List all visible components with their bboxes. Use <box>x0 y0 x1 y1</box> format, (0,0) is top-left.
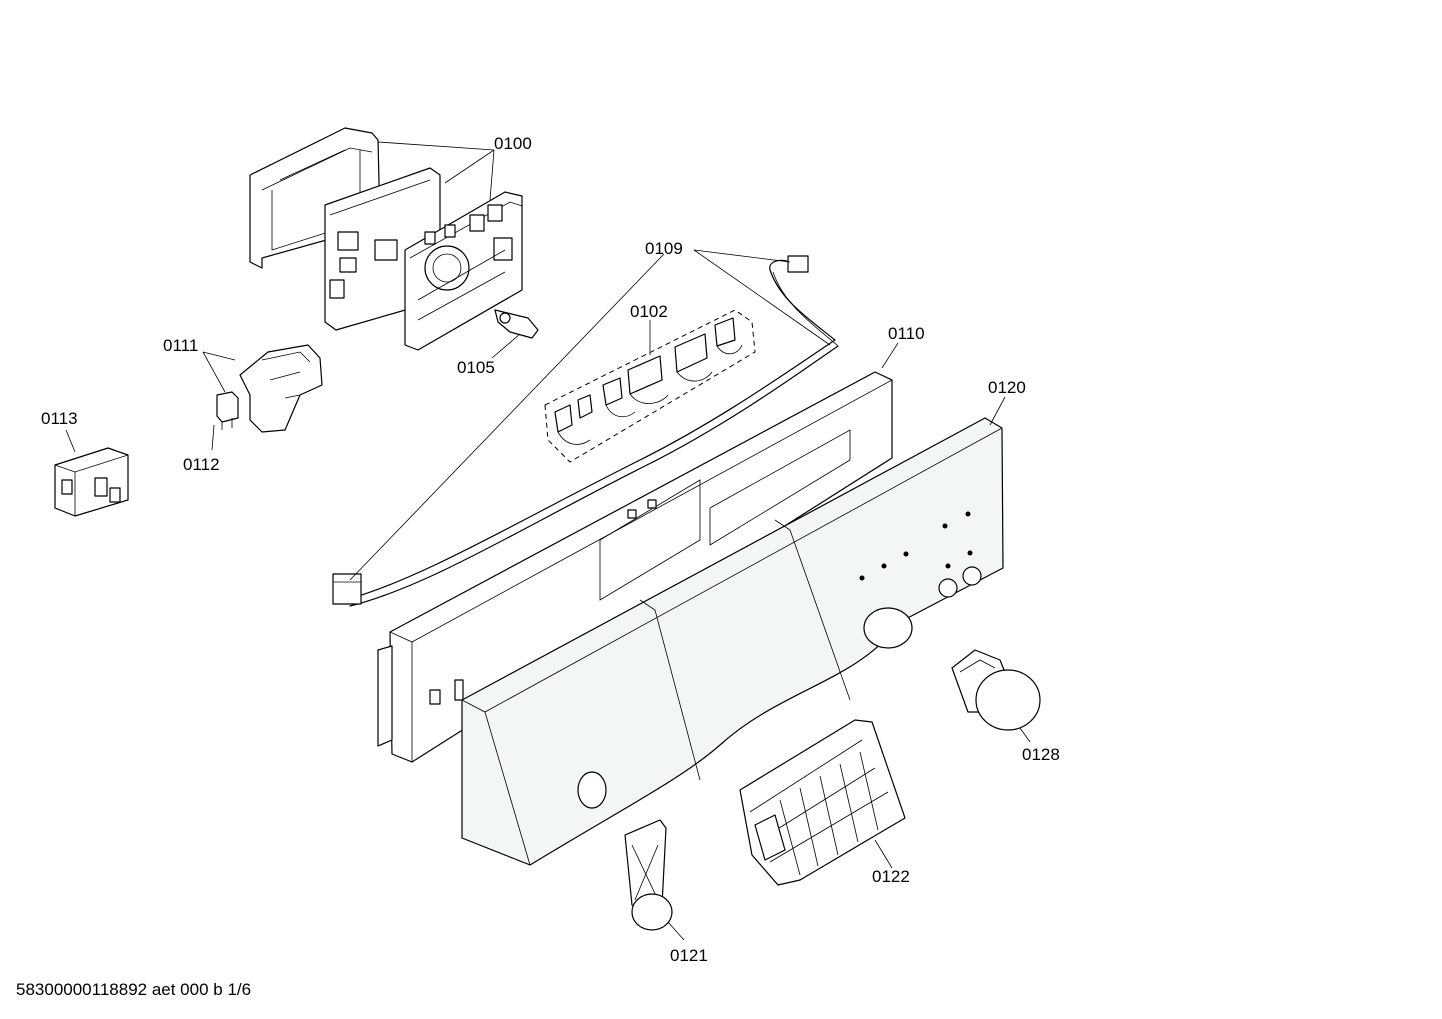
label-0110: 0110 <box>888 324 925 343</box>
label-0112: 0112 <box>183 455 220 474</box>
part-0120-front-panel: 0120 <box>461 378 1026 866</box>
document-id: 58300000118892 aet 000 b 1/6 <box>16 980 252 999</box>
label-0105: 0105 <box>457 358 495 377</box>
label-0128: 0128 <box>1022 745 1060 764</box>
part-0111-switch: 0111 <box>163 336 323 433</box>
part-0112-component: 0112 <box>183 391 239 474</box>
label-0120: 0120 <box>988 378 1026 397</box>
label-0121: 0121 <box>670 946 708 965</box>
part-0122-drawer-insert: 0122 <box>739 719 910 886</box>
label-0100: 0100 <box>494 134 532 153</box>
part-0109-wiring-harness: 0109 <box>332 239 839 607</box>
part-0100-control-module: 0100 <box>249 127 532 351</box>
label-0113: 0113 <box>41 409 78 428</box>
part-0102-connector-set: 0102 <box>544 302 756 463</box>
part-0121-lever: 0121 <box>624 819 708 965</box>
label-0102: 0102 <box>630 302 668 321</box>
part-0105-sensor: 0105 <box>457 309 539 377</box>
label-0109: 0109 <box>645 239 683 258</box>
part-0110-panel-frame: 0110 <box>377 324 925 763</box>
part-0128-knob: 0128 <box>951 649 1060 764</box>
label-0122: 0122 <box>872 867 910 886</box>
part-0113-relay: 0113 <box>41 409 129 517</box>
label-0111: 0111 <box>163 336 198 355</box>
